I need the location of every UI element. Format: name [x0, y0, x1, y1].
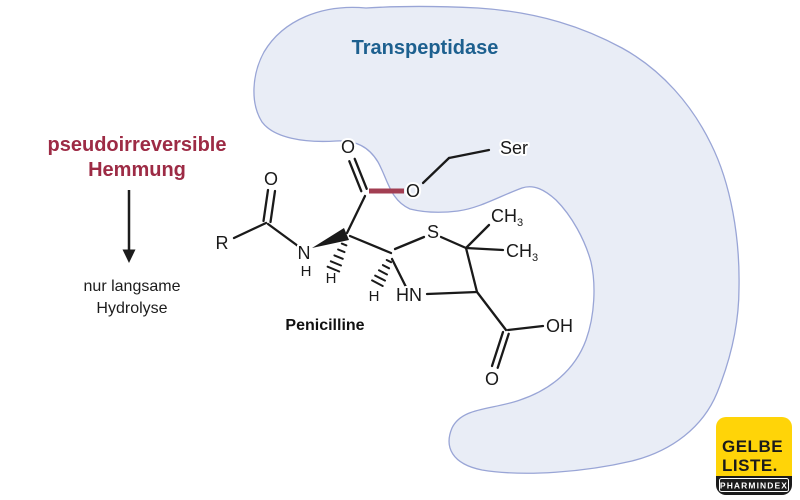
atom-ring-hydrogen: H	[369, 288, 380, 305]
bond-alpha-c5	[348, 234, 393, 255]
atom-ester-carbonyl-oxygen: O	[341, 137, 355, 157]
atom-sulfur: S	[427, 222, 439, 242]
molecule-name: Penicilline	[285, 317, 364, 334]
penicillin-structure	[232, 148, 545, 369]
logo-tagline-border	[719, 478, 789, 492]
bond-ester-o-ch2	[421, 156, 451, 185]
bond-c2-methyl-top	[464, 223, 491, 250]
bond-c5-s	[393, 235, 426, 251]
wedge-bond-n-alpha	[312, 228, 349, 248]
mechanism-title-line2: Hemmung	[88, 159, 186, 181]
down-arrow-icon	[122, 190, 136, 263]
methyl-bottom-label: CH3	[506, 241, 538, 264]
atom-alpha-hydrogen: H	[326, 270, 337, 287]
atom-ester-oxygen: O	[406, 181, 420, 201]
bond-ch2-ser	[447, 148, 491, 160]
bond-amide-n	[266, 222, 300, 248]
atom-ring-nh: HN	[396, 285, 422, 305]
bond-carboxyl-oh	[506, 324, 545, 332]
logo-black-band	[716, 476, 792, 495]
atom-labels: R O N H H O O Ser S CH3 CH3 H HN OH O	[214, 135, 576, 391]
bond-alpha-ester-c	[345, 194, 367, 235]
bond-carboxyl-double	[490, 330, 510, 369]
mechanism-title-line1: pseudoirreversible	[48, 134, 227, 156]
bond-ester-carbonyl-double	[348, 157, 368, 193]
hashed-wedge-alpha-h	[326, 242, 348, 273]
bond-c2-methyl-bottom	[464, 246, 505, 252]
serine-residue-label: Ser	[500, 138, 528, 158]
bond-s-c2	[439, 235, 468, 250]
bond-c2-c3	[464, 246, 479, 294]
enzyme-blob-shape	[253, 5, 740, 474]
atom-r-group: R	[216, 233, 229, 253]
bond-c3-carboxyl	[475, 290, 508, 332]
enzyme-label: Transpeptidase	[352, 37, 499, 59]
gelbe-liste-logo: GELBE LISTE. PHARMINDEX	[716, 417, 792, 495]
methyl-top-label: CH3	[491, 206, 523, 229]
hydrolysis-note-line2: Hydrolyse	[96, 300, 167, 317]
atom-amide-hydrogen: H	[301, 263, 312, 280]
hydrolysis-note-line1: nur langsame	[84, 278, 181, 295]
logo-yellow-background	[716, 417, 792, 476]
bond-c3-n	[425, 290, 479, 296]
logo-line2: LISTE.	[722, 456, 778, 475]
bond-n-c5	[390, 257, 408, 289]
logo-line1: GELBE	[722, 437, 783, 456]
bond-r-amide	[232, 221, 268, 240]
atom-carboxyl-oh: OH	[546, 316, 573, 336]
logo-tagline: PHARMINDEX	[720, 481, 788, 491]
hashed-wedge-c5-h	[371, 259, 393, 287]
atom-carboxyl-oxygen: O	[485, 369, 499, 389]
atom-amide-oxygen: O	[264, 169, 278, 189]
bond-amide-carbonyl-double	[262, 188, 277, 224]
atom-amide-nitrogen: N	[298, 243, 311, 263]
